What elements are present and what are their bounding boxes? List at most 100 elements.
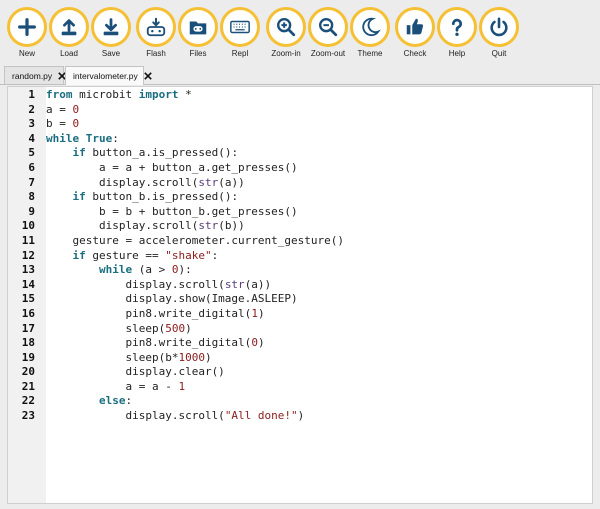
code-token: "All done!" [224,409,298,423]
code-line[interactable]: 23 display.scroll("All done!") [8,409,592,424]
code-token: a = a + button_a.get_presses() [46,160,298,174]
line-number: 19 [21,350,35,364]
files-button[interactable]: Files [173,7,223,63]
code-line[interactable]: 19 sleep(b*1000) [8,351,592,366]
code-token: gesture = accelerometer.current_gesture(… [46,233,345,247]
code-token: 0 [72,117,80,131]
code-line[interactable]: 15 display.show(Image.ASLEEP) [8,292,592,307]
code-line[interactable]: 6 a = a + button_a.get_presses() [8,161,592,176]
zoom-out-label: Zoom-out [310,49,346,58]
code-text: if button_a.is_pressed(): [46,146,239,161]
code-text: pin8.write_digital(1) [46,306,264,322]
code-token: b = [46,117,73,131]
code-token: ) [204,350,212,364]
code-token: ) [257,336,265,350]
zoom-out-button[interactable]: Zoom-out [303,7,353,63]
code-line[interactable]: 8 if button_b.is_pressed(): [8,190,592,205]
code-text: a = 0 [46,103,79,118]
code-text: pin8.write_digital(0) [46,336,265,351]
code-line[interactable]: 17 sleep(500) [8,322,592,337]
zoom-in-button[interactable]: Zoom-in [261,7,311,63]
check-button[interactable]: Check [390,7,440,63]
tab-label: intervalometer.py [73,71,138,81]
toolbar: New Load Save Flash Files Repl Zoom-in Z… [0,0,600,64]
code-line[interactable]: 16 pin8.write_digital(1) [8,307,592,322]
code-line[interactable]: 12 if gesture == "shake": [8,249,592,264]
code-token: : [112,131,119,145]
code-token: display.scroll( [46,409,225,423]
save-button[interactable]: Save [86,7,136,63]
close-icon[interactable] [58,71,66,81]
code-token: display.scroll( [46,219,199,233]
code-text: if gesture == "shake": [46,248,219,264]
code-token: 1 [178,379,186,393]
code-text: while (a > 0): [46,263,192,278]
code-line[interactable]: 20 display.clear() [8,365,592,380]
code-text: b = 0 [46,117,79,132]
quit-button[interactable]: Quit [474,7,524,63]
code-token: sleep( [46,321,166,335]
code-token: (a)) [244,277,272,291]
code-token: else [98,394,126,408]
code-token: if [72,146,86,160]
code-line[interactable]: 7 display.scroll(str(a)) [8,176,592,191]
code-token: display.show(Image.ASLEEP) [46,292,298,306]
tab-label: random.py [12,70,53,81]
code-token: display.scroll( [46,277,225,291]
code-line[interactable]: 22 else: [8,394,592,409]
code-line[interactable]: 11 gesture = accelerometer.current_gestu… [8,234,592,249]
line-number: 21 [21,379,35,393]
line-number: 16 [21,306,35,320]
close-icon[interactable] [143,71,152,81]
line-number: 20 [21,365,35,379]
code-token: (b)) [218,219,245,233]
line-number: 9 [28,204,35,218]
repl-button[interactable]: Repl [215,7,265,63]
theme-button[interactable]: Theme [345,7,395,63]
code-text: sleep(b*1000) [46,350,212,366]
code-text: if button_b.is_pressed(): [46,190,239,205]
help-button[interactable]: Help [432,7,482,63]
code-text: else: [46,394,132,409]
help-label: Help [448,49,466,58]
code-token: from [46,88,73,101]
zoom-in-icon [277,18,296,37]
line-number: 17 [21,321,35,335]
code-token [46,249,73,262]
line-number: 1 [28,88,35,101]
upload-icon [61,19,77,36]
code-line[interactable]: 9 b = b + button_b.get_presses() [8,205,592,220]
line-number: 4 [28,131,35,145]
code-text: sleep(500) [46,321,191,337]
code-line[interactable]: 4 while True: [8,132,592,147]
code-line[interactable]: 14 display.scroll(str(a)) [8,278,592,293]
flash-label: Flash [146,49,166,58]
line-number-gutter [8,87,46,503]
flash-button[interactable]: Flash [131,7,181,63]
code-token: while [98,263,133,277]
code-line[interactable]: 10 display.scroll(str(b)) [8,219,592,234]
code-text: b = b + button_b.get_presses() [46,205,298,220]
load-button[interactable]: Load [44,7,94,63]
tab-random-py[interactable]: random.py [4,66,66,84]
code-text: display.scroll(str(a)) [46,176,245,191]
code-token: : [211,248,219,262]
code-line[interactable]: 21 a = a - 1 [8,380,592,395]
code-token: while [46,131,80,145]
new-button[interactable]: New [2,7,52,63]
code-token: True [85,131,113,145]
line-number: 23 [21,409,35,423]
keyboard-icon [230,20,250,34]
tab-intervalometer-py[interactable]: intervalometer.py [65,66,152,85]
code-line[interactable]: 18 pin8.write_digital(0) [8,336,592,351]
line-number: 15 [21,292,35,306]
code-token: 1 [251,306,258,320]
code-line[interactable]: 13 while (a > 0): [8,263,592,278]
code-line[interactable]: 5 if button_a.is_pressed(): [8,146,592,161]
line-number: 7 [28,175,35,189]
code-token: display.scroll( [46,175,199,189]
